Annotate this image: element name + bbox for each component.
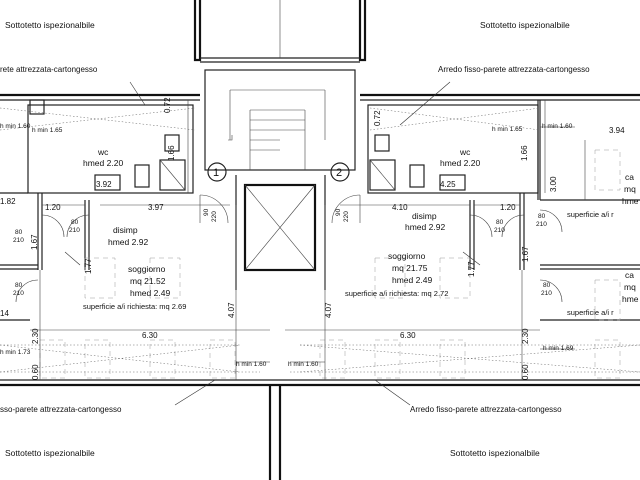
- dimension-label: 3.00: [549, 176, 558, 192]
- door-width-label: 80: [543, 282, 551, 289]
- furnishing-note-bottom-right: Arredo fisso-parete attrezzata-cartonges…: [410, 405, 562, 414]
- dimension-label: 1.66: [520, 145, 529, 161]
- door-height-label: 210: [69, 227, 80, 234]
- door-swings: [15, 194, 563, 303]
- note-leaders: [64, 81, 575, 406]
- dimension-label: 0.60: [521, 364, 530, 380]
- sanitary-fixtures: [29, 99, 466, 191]
- dimension-label: 1.67: [521, 246, 530, 262]
- door-width-label: 80: [71, 219, 79, 226]
- dimension-label: 6.30: [400, 331, 416, 340]
- disimp-right-name: disimp: [412, 211, 437, 221]
- soggiorno-right-mq: mq 21.75: [392, 263, 428, 273]
- dimension-label: 6.30: [142, 331, 158, 340]
- right-room-1-hmed: hme: [622, 196, 639, 206]
- door-height-label: 210: [494, 227, 505, 234]
- wc-left-hmed: hmed 2.20: [83, 158, 123, 168]
- dimension-label: 1.77: [84, 258, 93, 274]
- door-height-label: 210: [13, 237, 24, 244]
- door-width-label: 80: [538, 213, 546, 220]
- hmin-label: h min 1.60: [0, 123, 31, 130]
- door-width-label: 80: [15, 229, 23, 236]
- door-height-label: 220: [343, 211, 350, 222]
- soggiorno-right-surface: superficie a/i richiesta: mq 2.72: [345, 289, 448, 298]
- attic-label-bottom-right: Sottotetto ispezionalbile: [450, 448, 540, 458]
- right-room-2-mq: mq: [624, 282, 636, 292]
- dimension-label: 1.67: [30, 234, 39, 250]
- door-height-label: 220: [211, 211, 218, 222]
- dimension-label: 1.82: [0, 197, 16, 206]
- door-height-label: 210: [13, 290, 24, 297]
- dimension-label: 3.97: [148, 203, 164, 212]
- unit-1-marker-circle: [207, 162, 227, 182]
- hmin-label: h min 1.60: [288, 361, 319, 368]
- right-room-2-name: ca: [625, 270, 634, 280]
- wc-left-name: wc: [97, 147, 109, 157]
- right-room-1-surface: superficie a/i r: [567, 210, 614, 219]
- door-height-label: 210: [536, 221, 547, 228]
- dimension-label: 0.72: [373, 110, 382, 126]
- dimension-label: 1.20: [500, 203, 516, 212]
- unit-2-marker-circle: [330, 162, 350, 182]
- dimension-label: 4.07: [324, 302, 333, 318]
- right-room-1-mq: mq: [624, 184, 636, 194]
- soggiorno-left-hmed: hmed 2.49: [130, 288, 170, 298]
- dimension-label: 4.25: [440, 180, 456, 189]
- attic-label-bottom-left: Sottotetto ispezionalbile: [5, 448, 95, 458]
- door-width-label: 90: [203, 208, 210, 216]
- furniture-outlines: [0, 107, 640, 379]
- hmin-label: h min 1.60: [236, 361, 267, 368]
- soggiorno-right-hmed: hmed 2.49: [392, 275, 432, 285]
- unit-2-number: 2: [336, 167, 342, 179]
- furnishing-note-top-left: rete attrezzata-cartongesso: [0, 65, 98, 74]
- dimension-label: 3.92: [96, 180, 112, 189]
- hmin-label: h min 1.73: [0, 349, 31, 356]
- attic-label-top-left: Sottotetto ispezionalbile: [5, 20, 95, 30]
- disimp-right-hmed: hmed 2.92: [405, 222, 445, 232]
- right-room-2-hmed: hme: [622, 294, 639, 304]
- hmin-label: h min 1.65: [32, 127, 63, 134]
- door-width-label: 90: [335, 208, 342, 216]
- dimension-label: 2.30: [31, 328, 40, 344]
- dimension-lines: [30, 100, 586, 380]
- disimp-left-hmed: hmed 2.92: [108, 237, 148, 247]
- dimension-label: 3.94: [609, 126, 625, 135]
- door-width-label: 80: [496, 219, 504, 226]
- soggiorno-left-mq: mq 21.52: [130, 276, 166, 286]
- dimension-label: 0.72: [163, 97, 172, 113]
- disimp-left-name: disimp: [113, 225, 138, 235]
- right-room-1-name: ca: [625, 172, 634, 182]
- hmin-label: h min 1.65: [492, 126, 523, 133]
- soggiorno-left-surface: superficie a/i richiesta: mq 2.69: [83, 302, 186, 311]
- soggiorno-left-name: soggiorno: [128, 264, 166, 274]
- wc-right-name: wc: [459, 147, 471, 157]
- right-room-2-surface: superficie a/i r: [567, 308, 614, 317]
- hmin-label: h min 1.60: [542, 123, 573, 130]
- dimension-label: 14: [0, 309, 9, 318]
- door-height-label: 210: [541, 290, 552, 297]
- door-width-label: 80: [15, 282, 23, 289]
- soggiorno-right-name: soggiorno: [388, 251, 426, 261]
- unit-1-number: 1: [213, 167, 219, 179]
- dimension-label: 0.60: [31, 364, 40, 380]
- hmin-label: h min 1.69: [543, 345, 574, 352]
- dimension-label: 1.66: [167, 145, 176, 161]
- dimension-label: 2.30: [521, 328, 530, 344]
- dimension-label: 4.07: [227, 302, 236, 318]
- furnishing-note-bottom-left: sso-parete attrezzata-cartongesso: [0, 405, 122, 414]
- furnishing-note-top-right: Arredo fisso-parete attrezzata-cartonges…: [438, 65, 590, 74]
- dimension-label: 1.77: [467, 261, 476, 277]
- dimension-label: 1.20: [45, 203, 61, 212]
- dimension-label: 4.10: [392, 203, 408, 212]
- wc-right-hmed: hmed 2.20: [440, 158, 480, 168]
- attic-label-top-right: Sottotetto ispezionalbile: [480, 20, 570, 30]
